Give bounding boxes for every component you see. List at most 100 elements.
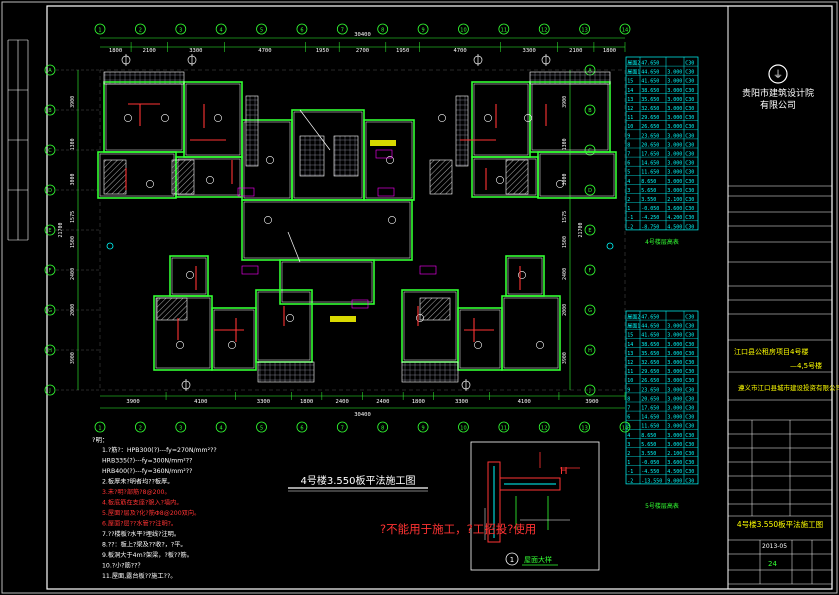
dim-text-top: 4700 — [453, 48, 466, 54]
slab-inner — [185, 83, 241, 156]
axis-bubble-top — [256, 23, 267, 35]
table-cell: C30 — [685, 170, 694, 176]
yellow-annotation — [330, 316, 356, 322]
axis-label-left: E — [48, 228, 51, 234]
dim-text-bottom: 1800 — [300, 399, 313, 405]
axis-label-bottom: 8 — [381, 426, 384, 432]
dim-text-side: 2400 — [70, 268, 76, 280]
table-cell: 11 — [627, 115, 633, 121]
dim-text-side: 1500 — [70, 236, 76, 248]
axis-bubble-top — [336, 23, 348, 35]
axis-label-top: 7 — [341, 28, 344, 34]
table-cell: -2 — [627, 224, 633, 230]
roof-detail[interactable]: H 1 屋面大样 — [470, 441, 600, 571]
room-tag-icon — [556, 180, 564, 188]
table-cell: 35.650 — [641, 97, 659, 103]
table-cell: 3.000 — [667, 170, 682, 176]
room-tag-icon — [536, 341, 544, 349]
dim-text-top: 1800 — [603, 48, 616, 54]
table-cell: 3.000 — [667, 424, 682, 430]
dim-text-side: 3900 — [562, 352, 568, 364]
table-cell: 7 — [627, 152, 630, 158]
table-cell: 3.000 — [667, 378, 682, 384]
table-cell: 44.650 — [641, 324, 659, 330]
cyan-marker-icon — [106, 242, 114, 250]
slab-inner — [171, 257, 207, 295]
table-cell: 32.650 — [641, 360, 659, 366]
note-line: 1.?筋?：HPB300(?)---fy=270N/mm²?? — [102, 446, 217, 454]
binding-strip — [7, 39, 29, 241]
tiled-area — [455, 95, 469, 167]
table-cell: 29.650 — [641, 369, 659, 375]
note-line: HRB400(?)---fy=360N/mm²?? — [102, 468, 192, 475]
table-cell: C30 — [685, 224, 694, 230]
room-tag-icon — [161, 114, 169, 122]
slab-inner — [281, 261, 373, 303]
table-cell: 屋面2 — [627, 315, 640, 321]
table-cell: C30 — [685, 124, 694, 130]
axis-bubble-bottom — [417, 421, 429, 433]
table-cell: 3.000 — [667, 415, 682, 421]
table-cell: 3.000 — [667, 79, 682, 85]
axis-bubble-left — [44, 184, 56, 196]
dim-text-side: 3900 — [562, 96, 568, 108]
axis-label-top: 1 — [98, 28, 101, 34]
table-cell: 3 — [627, 188, 630, 194]
dim-text-top: 4700 — [258, 48, 271, 54]
table-cell: 3.000 — [667, 360, 682, 366]
table-cell: 4.200 — [667, 215, 682, 221]
company-name-line2: 有限公司 — [760, 99, 796, 111]
table-cell: 12 — [627, 360, 633, 366]
table-cell: 23.650 — [641, 387, 659, 393]
axis-bubble-left — [44, 104, 56, 116]
note-line: 2.板厚未?明者均??板厚。 — [102, 478, 173, 486]
table-cell: 3.000 — [667, 396, 682, 402]
slab-room-e-r — [505, 255, 545, 297]
table-cell: C30 — [685, 106, 694, 112]
axis-label-bottom: 2 — [139, 426, 142, 432]
axis-label-left: J — [48, 388, 50, 394]
room-tag-icon — [416, 314, 424, 322]
hatched-shaft — [156, 297, 188, 321]
table-cell: C30 — [685, 70, 694, 76]
table-cell: 29.650 — [641, 115, 659, 121]
axis-bubble-top — [538, 23, 550, 35]
axis-label-left: F — [49, 268, 52, 274]
table-cell: 41.650 — [641, 333, 659, 339]
dim-text-bottom: 3900 — [126, 399, 139, 405]
stair-diagonal — [287, 231, 301, 263]
table-cell: 3.000 — [667, 115, 682, 121]
axis-bubble-top — [296, 23, 308, 35]
axis-label-bottom: 4 — [220, 426, 223, 432]
table-border — [625, 310, 699, 485]
table-cell: 14.650 — [641, 415, 659, 421]
table-cell: 3.000 — [667, 333, 682, 339]
table-cell: C30 — [685, 115, 694, 121]
axis-label-left: A — [48, 68, 52, 74]
table-cell: 2.100 — [667, 451, 682, 457]
room-tag-icon — [124, 114, 132, 122]
dim-text-top: 2700 — [356, 48, 369, 54]
slab-room-f-r — [501, 295, 561, 371]
dim-total-top: 30400 — [354, 32, 371, 38]
dim-text-top: 1950 — [396, 48, 409, 54]
dim-text-side: 1300 — [70, 138, 76, 150]
table-cell: 1 — [627, 206, 630, 212]
detail-title: 屋面大样 — [524, 555, 552, 564]
project-name: 江口县公租房项目4号楼 — [734, 347, 808, 356]
table-cell: C30 — [685, 342, 694, 348]
table-cell: 4.500 — [667, 469, 682, 475]
axis-label-top: 4 — [220, 28, 223, 34]
table-cell: C30 — [685, 369, 694, 375]
axis-label-right: G — [588, 308, 592, 314]
table-cell: 6 — [627, 161, 630, 167]
axis-label-bottom: 5 — [260, 426, 263, 432]
table-cell: C30 — [685, 97, 694, 103]
table-cell: 15 — [627, 79, 633, 85]
table-cell: C30 — [685, 460, 694, 466]
magenta-callout — [241, 265, 259, 275]
table-cell: 14 — [627, 88, 633, 94]
